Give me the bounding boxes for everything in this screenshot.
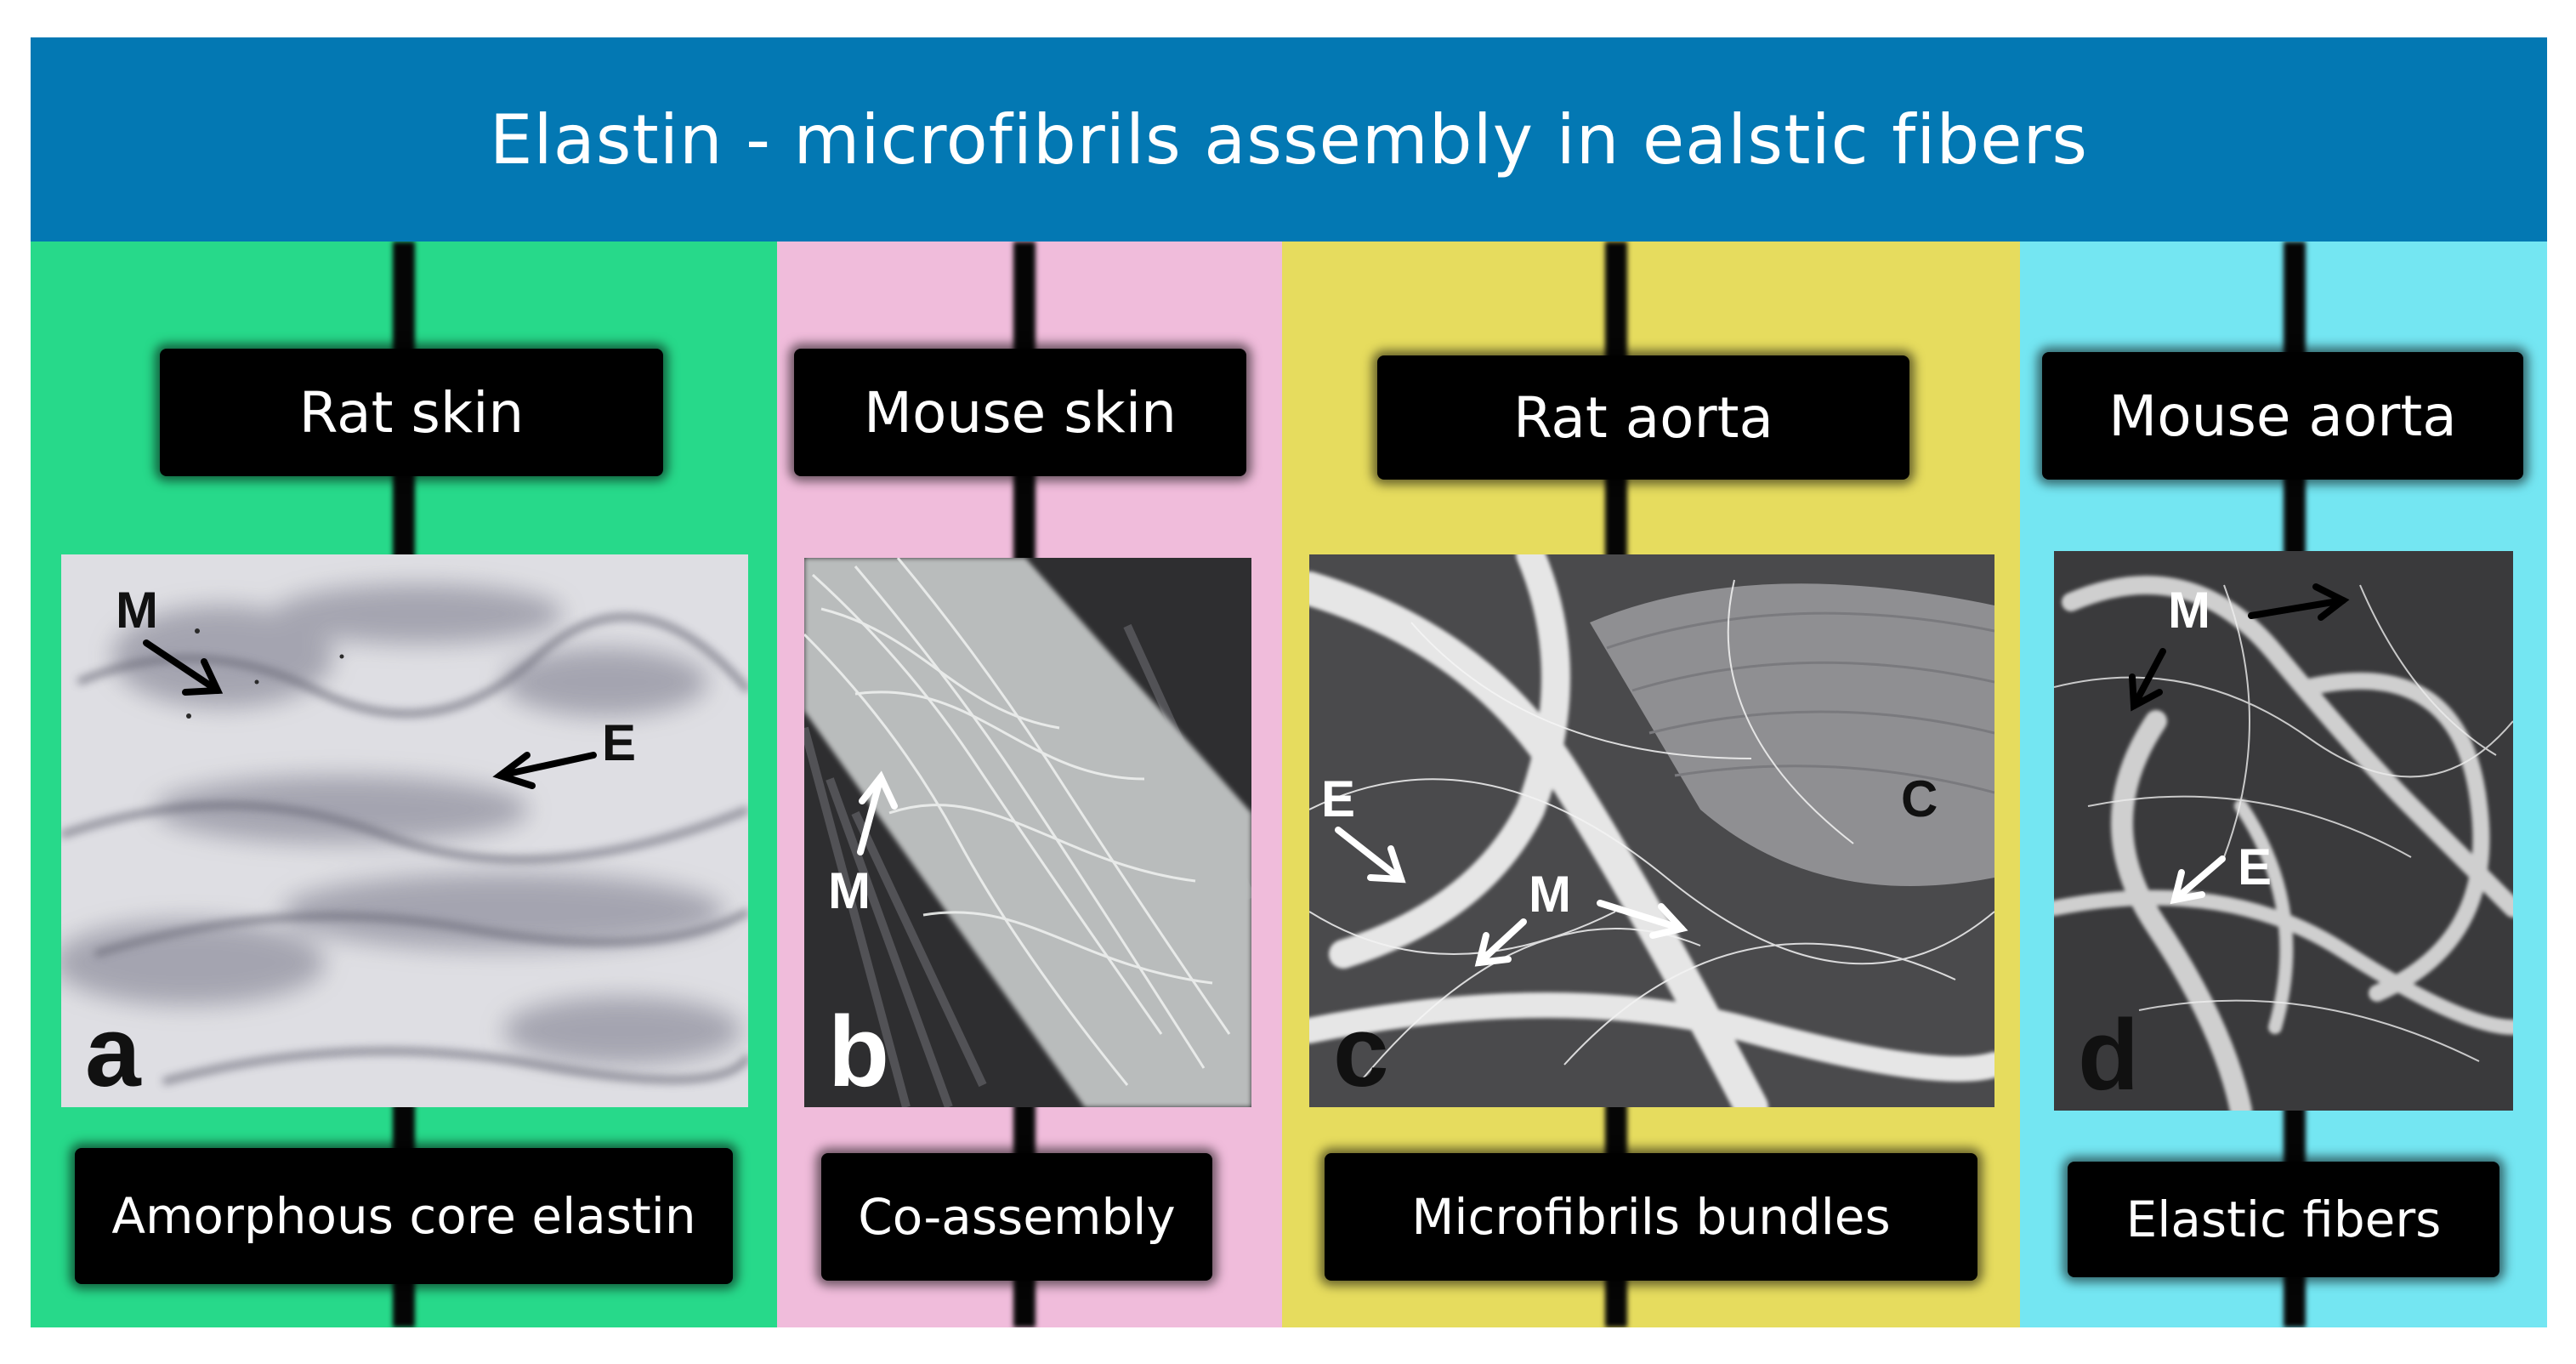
marker-e: E: [1321, 770, 1356, 827]
panel-c: Rat aorta E M C: [1282, 242, 2020, 1327]
caption-box: Amorphous core elastin: [75, 1148, 733, 1284]
tissue-label-box: Mouse aorta: [2042, 352, 2523, 480]
tissue-label: Rat skin: [298, 379, 525, 446]
tissue-label-box: Rat skin: [160, 349, 663, 476]
tissue-label: Rat aorta: [1513, 384, 1773, 451]
title-banner: Elastin - microfibrils assembly in ealst…: [31, 37, 2547, 242]
panel-letter: c: [1333, 996, 1389, 1107]
marker-e: E: [602, 714, 637, 771]
tissue-label: Mouse aorta: [2108, 383, 2457, 449]
marker-m: M: [2168, 582, 2210, 639]
caption-box: Microfibrils bundles: [1325, 1153, 1977, 1281]
micrograph-a: M E a: [61, 554, 748, 1107]
caption-label: Amorphous core elastin: [111, 1187, 696, 1245]
caption-box: Co-assembly: [821, 1153, 1212, 1281]
micrograph-b: M b: [804, 558, 1251, 1107]
marker-m: M: [828, 862, 871, 919]
caption-box: Elastic fibers: [2068, 1162, 2499, 1277]
marker-c: C: [1901, 770, 1938, 827]
panel-letter: a: [85, 996, 141, 1107]
caption-label: Microfibrils bundles: [1411, 1188, 1891, 1246]
micrograph-c: E M C c: [1309, 554, 1994, 1107]
marker-m: M: [1529, 866, 1571, 923]
panel-letter: d: [2078, 999, 2140, 1111]
panel-d: Mouse aorta M E: [2020, 242, 2547, 1327]
diagram-title: Elastin - microfibrils assembly in ealst…: [489, 99, 2089, 179]
micrograph-d: M E d: [2054, 551, 2513, 1111]
marker-m: M: [116, 582, 158, 639]
tissue-label-box: Mouse skin: [794, 349, 1246, 476]
caption-label: Co-assembly: [858, 1188, 1176, 1246]
panel-a: Rat skin: [31, 242, 777, 1327]
panel-b: Mouse skin M b Co-assembly: [777, 242, 1282, 1327]
tissue-label: Mouse skin: [864, 379, 1177, 446]
caption-label: Elastic fibers: [2125, 1191, 2442, 1248]
panel-letter: b: [828, 996, 890, 1107]
tissue-label-box: Rat aorta: [1377, 355, 1909, 480]
marker-e: E: [2238, 838, 2272, 895]
